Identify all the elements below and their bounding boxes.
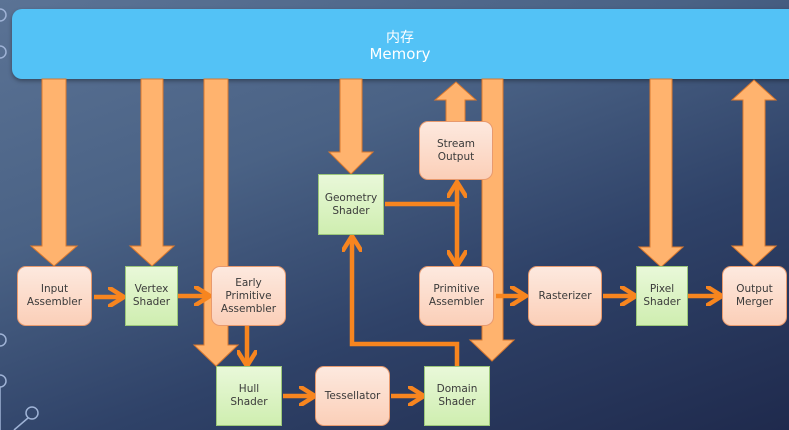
- stage-early-primitive-assembler[interactable]: Early Primitive Assembler: [211, 266, 286, 326]
- stage-label: Rasterizer: [538, 289, 592, 302]
- stage-label: Input Assembler: [26, 283, 83, 308]
- stage-output-merger[interactable]: Output Merger: [722, 266, 787, 326]
- stage-label: Pixel Shader: [643, 283, 681, 308]
- memory-to-pixel-shader-arrow: [637, 78, 685, 268]
- stage-label: Output Merger: [735, 283, 774, 308]
- stream-output-to-memory-arrow: [433, 81, 478, 123]
- stage-label: Geometry Shader: [324, 191, 378, 217]
- circuit-node-icon: [0, 8, 7, 22]
- circuit-node-icon: [0, 333, 7, 347]
- memory-output-merger-arrow: [730, 79, 778, 267]
- stage-label: Stream Output: [437, 137, 475, 163]
- memory-to-vertex-shader-arrow: [128, 78, 176, 267]
- stage-stream-output[interactable]: Stream Output: [419, 121, 493, 180]
- stage-tessellator[interactable]: Tessellator: [315, 366, 390, 426]
- circuit-node-icon: [0, 45, 7, 59]
- stage-label: Tessellator: [324, 389, 381, 402]
- stage-geometry-shader[interactable]: Geometry Shader: [318, 174, 384, 235]
- stage-primitive-assembler[interactable]: Primitive Assembler: [419, 266, 494, 326]
- stage-pixel-shader[interactable]: Pixel Shader: [636, 266, 688, 326]
- memory-label-en: Memory: [369, 45, 431, 63]
- stage-rasterizer[interactable]: Rasterizer: [528, 266, 602, 326]
- memory-to-geometry-shader-arrow: [327, 78, 375, 175]
- stage-hull-shader[interactable]: Hull Shader: [216, 366, 282, 426]
- stage-label: Primitive Assembler: [428, 283, 485, 308]
- stage-label: Domain Shader: [436, 383, 478, 408]
- memory-label-zh: 内存: [386, 30, 414, 46]
- stage-input-assembler[interactable]: Input Assembler: [17, 266, 92, 326]
- stage-label: Vertex Shader: [132, 283, 171, 308]
- stage-domain-shader[interactable]: Domain Shader: [424, 366, 490, 426]
- stage-label: Early Primitive Assembler: [220, 276, 277, 315]
- circuit-decoration: [0, 8, 39, 430]
- circuit-node-icon: [0, 374, 7, 388]
- edge-ds-gs: [352, 240, 460, 366]
- memory-block: 内存 Memory: [12, 9, 789, 79]
- circuit-node-icon: [25, 406, 39, 420]
- memory-to-domain-shader-arrow: [468, 78, 516, 362]
- stage-label: Hull Shader: [230, 383, 268, 408]
- stage-vertex-shader[interactable]: Vertex Shader: [125, 266, 178, 326]
- memory-to-input-assembler-arrow: [29, 78, 79, 267]
- edge-gs-so: [385, 186, 457, 207]
